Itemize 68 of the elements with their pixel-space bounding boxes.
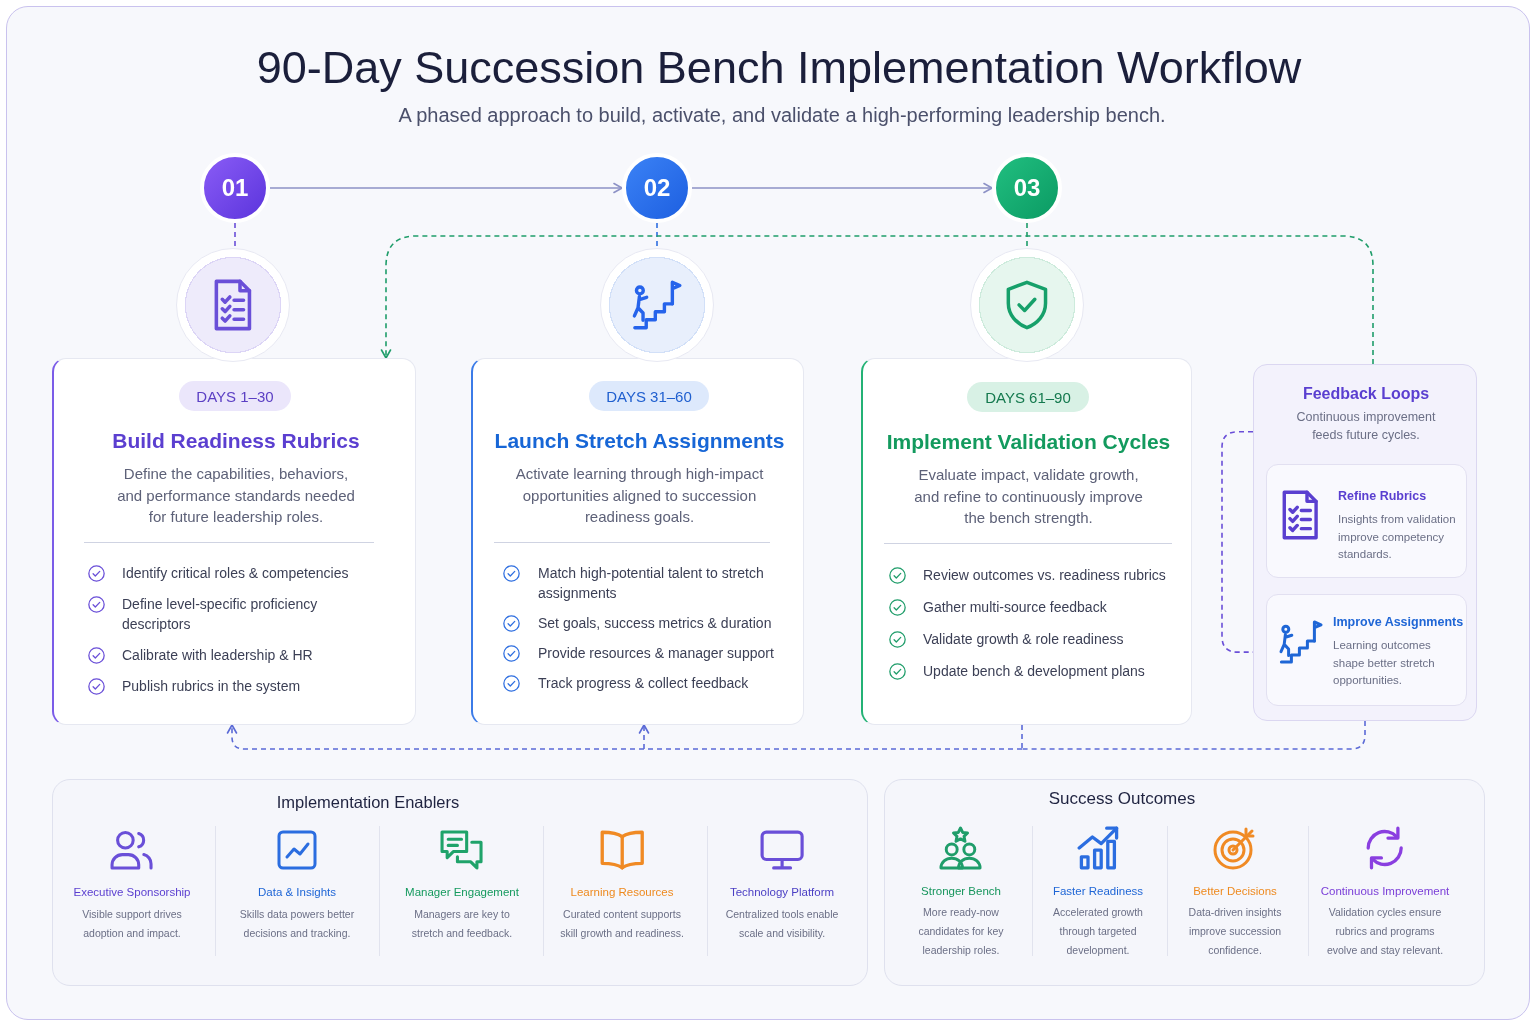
checklist-item: Update bench & development plans: [923, 662, 1145, 681]
checklist-item: Identify critical roles & competencies: [122, 564, 349, 583]
item-description: Managers are key to stretch and feedback.: [410, 907, 514, 941]
dashed-arrow: [380, 235, 1374, 365]
dashed-line: [656, 222, 658, 249]
checklist-item: Provide resources & manager support: [538, 644, 774, 663]
checklist-item: Gather multi-source feedback: [923, 598, 1107, 617]
item-title: Executive Sponsorship: [73, 885, 191, 900]
days-tag: DAYS 31–60: [589, 381, 709, 411]
item-description: Visible support drives adoption and impact.: [81, 907, 183, 941]
days-tag: DAYS 61–90: [967, 382, 1089, 412]
dashed-line: [1021, 720, 1366, 750]
phase-card: [52, 358, 416, 725]
checklist-item: Review outcomes vs. readiness rubrics: [923, 566, 1166, 585]
section-title: Success Outcomes: [1048, 788, 1196, 810]
checklist-item: Define level-specific proficiency descriptors: [122, 595, 319, 634]
item-title: Technology Platform: [729, 885, 835, 900]
checklist-item: Publish rubrics in the system: [122, 677, 301, 696]
checklist-item: Validate growth & role readiness: [923, 630, 1124, 649]
checklist-item: Set goals, success metrics & duration: [538, 614, 772, 633]
item-description: Data-driven insights improve succession confidence.: [1187, 905, 1283, 958]
phase-title: Launch Stretch Assignments: [494, 428, 785, 454]
dashed-line: [1026, 222, 1028, 249]
card-description: Insights from validation improve competency standards.: [1338, 512, 1457, 562]
item-description: Skills data powers better decisions and tracking.: [238, 907, 356, 941]
item-title: Manager Engagement: [405, 885, 519, 900]
arrow: [691, 182, 993, 194]
enablers-panel: [52, 779, 868, 986]
card-description: Learning outcomes shape better stretch opportunities.: [1333, 638, 1436, 688]
phase-description: Evaluate impact, validate growth, and refine to continuously improve the bench strength.: [913, 465, 1144, 528]
item-description: Accelerated growth through targeted development.: [1052, 905, 1144, 958]
card-title: Refine Rubrics: [1338, 488, 1427, 504]
item-title: Continuous Improvement: [1320, 884, 1450, 899]
phase-card: [471, 358, 804, 725]
checklist-item: Match high-potential talent to stretch assignments: [538, 564, 765, 603]
item-description: More ready-now candidates for key leadership roles.: [917, 905, 1005, 958]
checklist-item: Calibrate with leadership & HR: [122, 646, 313, 665]
outcomes-panel: [884, 779, 1485, 986]
phase-description: Activate learning through high-impact opportunities aligned to succession readiness goals.: [514, 464, 765, 527]
dashed-line: [1021, 724, 1023, 750]
card-title: Improve Assignments: [1333, 614, 1464, 630]
dashed-arrow: [638, 724, 650, 750]
arrow: [269, 182, 623, 194]
dashed-arrow: [226, 724, 645, 750]
section-title: Implementation Enablers: [276, 792, 460, 813]
item-title: Data & Insights: [258, 885, 336, 900]
phase-title: Build Readiness Rubrics: [112, 428, 360, 454]
diagram-title: 90-Day Succession Bench Implementation Workflow: [256, 41, 1302, 95]
feedback-card: [1266, 594, 1467, 706]
feedback-panel: [1253, 364, 1477, 721]
item-description: Curated content supports skill growth and readiness.: [559, 907, 685, 941]
item-title: Stronger Bench: [921, 884, 1001, 899]
subtitle: A phased approach to build, activate, and validate a high-performing leadership bench.: [398, 103, 1166, 128]
item-title: Better Decisions: [1193, 884, 1277, 899]
phase-description: Define the capabilities, behaviors, and performance standards needed for future leadership roles.: [116, 464, 356, 527]
dashed-loop-line: [1221, 431, 1254, 653]
phase-card: [861, 358, 1192, 725]
panel-description: Continuous improvement feeds future cycles.: [1295, 409, 1437, 444]
item-title: Faster Readiness: [1052, 884, 1144, 899]
checklist-item: Track progress & collect feedback: [538, 674, 749, 693]
dashed-line: [234, 222, 236, 249]
feedback-card: [1266, 464, 1467, 578]
item-description: Centralized tools enable scale and visibility.: [724, 907, 840, 941]
days-tag: DAYS 1–30: [179, 381, 291, 411]
panel-title: Feedback Loops: [1302, 384, 1430, 404]
item-description: Validation cycles ensure rubrics and programs evolve and stay relevant.: [1325, 905, 1445, 958]
phase-title: Implement Validation Cycles: [886, 429, 1171, 455]
item-title: Learning Resources: [570, 885, 674, 900]
